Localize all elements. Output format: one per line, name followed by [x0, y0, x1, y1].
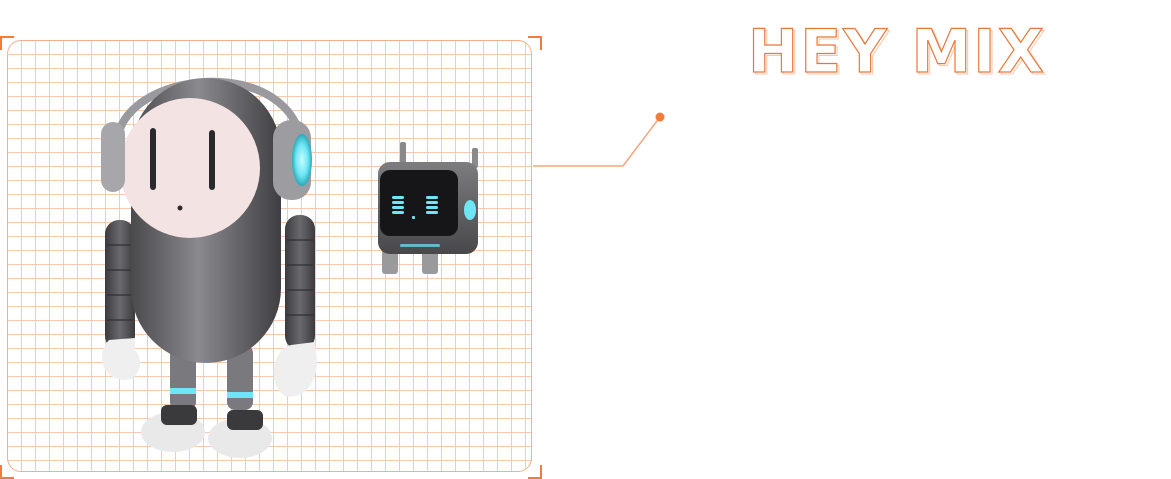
hero-title: HEY MIX	[747, 17, 1046, 87]
callout-dot	[655, 112, 665, 122]
frame-corner-bottom-right	[528, 465, 542, 479]
robot-headphones-icon	[101, 77, 317, 458]
cube-robot-icon	[378, 142, 478, 274]
frame-corner-top-right	[528, 36, 542, 50]
frame-corner-bottom-left	[0, 465, 14, 479]
hero-title-outline: HEY MIX	[750, 19, 1048, 89]
frame-corner-top-left	[0, 36, 14, 50]
